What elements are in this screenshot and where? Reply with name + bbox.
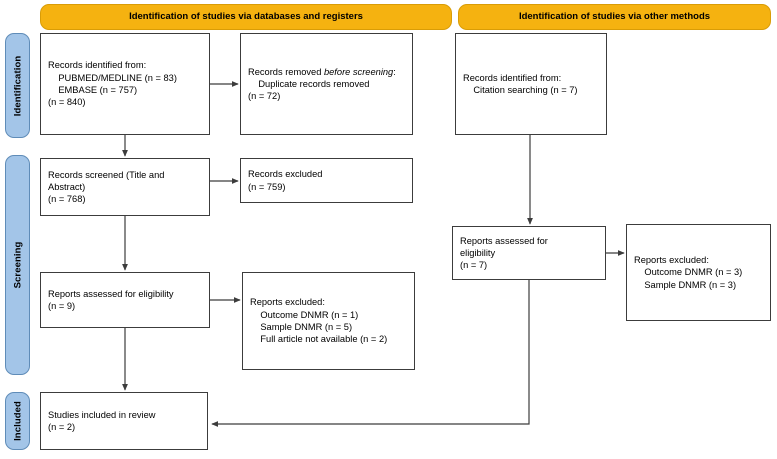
records-removed-emphasis: before screening: [323, 66, 394, 77]
box-reports-excluded-other-text: Reports excluded: Outcome DNMR (n = 3) S…: [634, 255, 743, 290]
box-records-removed-text: Records removed before screening: Duplic…: [248, 66, 396, 103]
header-identification-databases: Identification of studies via databases …: [40, 4, 452, 30]
box-records-excluded-text: Records excluded (n = 759): [248, 169, 323, 192]
box-records-excluded: Records excluded (n = 759): [240, 158, 413, 203]
box-records-identified: Records identified from: PUBMED/MEDLINE …: [40, 33, 210, 135]
box-records-screened: Records screened (Title and Abstract) (n…: [40, 158, 210, 216]
box-studies-included: Studies included in review (n = 2): [40, 392, 208, 450]
records-removed-prefix: Records removed: [248, 66, 324, 77]
box-reports-assessed-databases: Reports assessed for eligibility (n = 9): [40, 272, 210, 328]
box-reports-assessed-other-text: Reports assessed for eligibility (n = 7): [460, 235, 548, 271]
box-reports-assessed-other: Reports assessed for eligibility (n = 7): [452, 226, 606, 280]
box-records-screened-text: Records screened (Title and Abstract) (n…: [48, 169, 165, 205]
header-databases-label: Identification of studies via databases …: [129, 10, 363, 22]
box-records-identified-text: Records identified from: PUBMED/MEDLINE …: [48, 60, 177, 108]
box-studies-included-text: Studies included in review (n = 2): [48, 409, 156, 432]
header-identification-other: Identification of studies via other meth…: [458, 4, 771, 30]
stage-bar-identification: Identification: [5, 33, 30, 138]
stage-bar-included: Included: [5, 392, 30, 450]
box-reports-assessed-databases-text: Reports assessed for eligibility (n = 9): [48, 288, 174, 311]
header-other-label: Identification of studies via other meth…: [518, 10, 711, 22]
box-records-identified-other: Records identified from: Citation search…: [455, 33, 607, 135]
stage-bar-screening: Screening: [5, 155, 30, 375]
box-records-removed: Records removed before screening: Duplic…: [240, 33, 413, 135]
box-records-identified-other-text: Records identified from: Citation search…: [463, 72, 578, 95]
records-removed-suffix: : Duplicate records removed (n = 72): [248, 66, 396, 102]
box-reports-excluded-databases: Reports excluded: Outcome DNMR (n = 1) S…: [242, 272, 415, 370]
stage-label-included: Included: [12, 401, 23, 441]
box-reports-excluded-other: Reports excluded: Outcome DNMR (n = 3) S…: [626, 224, 771, 321]
stage-label-screening: Screening: [12, 241, 23, 289]
stage-label-identification: Identification: [12, 55, 23, 116]
box-reports-excluded-databases-text: Reports excluded: Outcome DNMR (n = 1) S…: [250, 297, 388, 345]
